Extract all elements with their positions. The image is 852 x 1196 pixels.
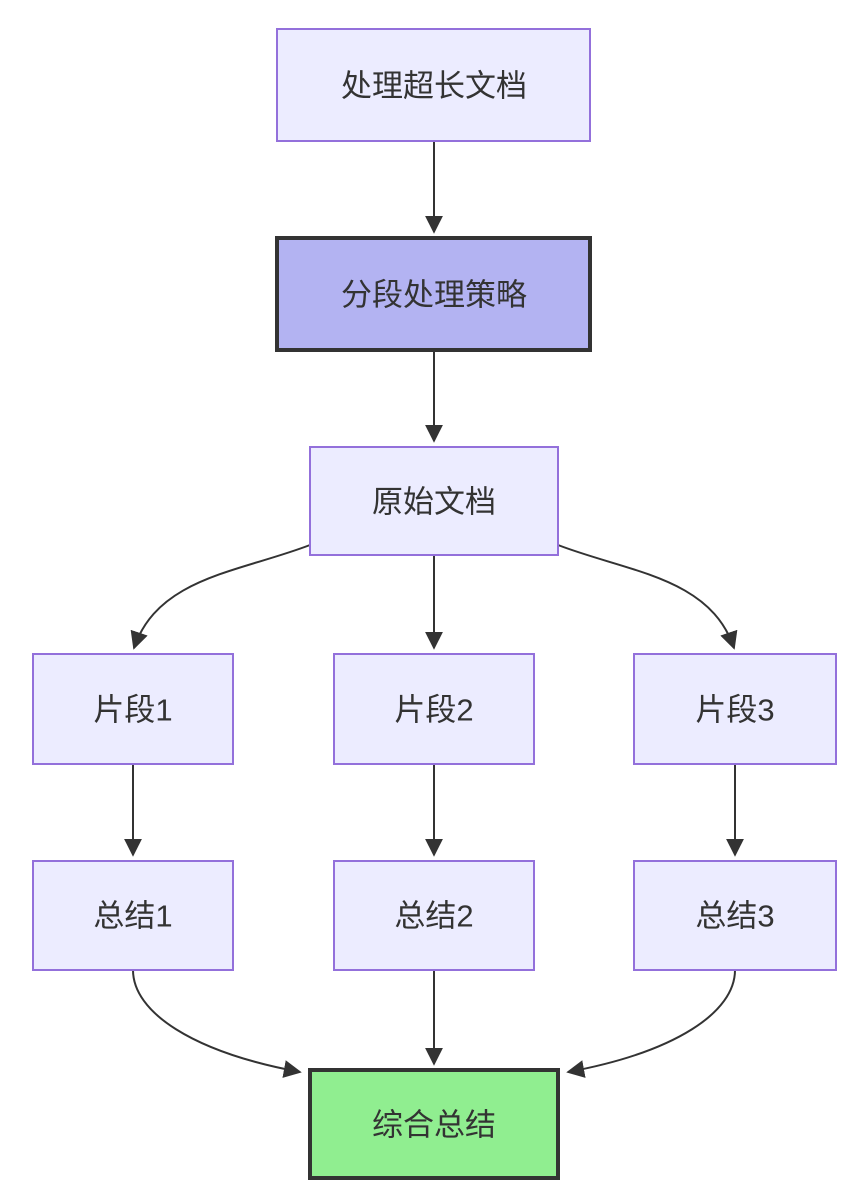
node-original-document: 原始文档 [309, 446, 559, 556]
node-summary-3-box [633, 860, 837, 971]
node-combined-summary-box [308, 1068, 560, 1180]
node-summary-3: 总结3 [633, 860, 837, 971]
node-fragment-3-box [633, 653, 837, 765]
node-segmentation-strategy-box [275, 236, 592, 352]
node-combined-summary-label: 综合总结 [372, 1108, 496, 1143]
edge-summary-1-to-combined [132, 969, 302, 1078]
edge-layer [124, 141, 744, 1078]
node-summary-1: 总结1 [32, 860, 234, 971]
node-layer: 处理超长文档 分段处理策略 原始文档 片段1 片段2 片段3 [32, 28, 837, 1180]
node-summary-2-box [333, 860, 535, 971]
node-summary-1-box [32, 860, 234, 971]
node-original-document-label: 原始文档 [372, 485, 496, 520]
edge-original-to-fragment-1 [130, 544, 311, 650]
node-summary-2: 总结2 [333, 860, 535, 971]
node-fragment-1-box [32, 653, 234, 765]
node-summary-3-label: 总结3 [695, 899, 774, 934]
node-fragment-2: 片段2 [333, 653, 535, 765]
node-fragment-3-label: 片段3 [695, 693, 774, 728]
node-process-long-document: 处理超长文档 [276, 28, 591, 142]
node-segmentation-strategy-label: 分段处理策略 [341, 278, 527, 313]
node-process-long-document-label: 处理超长文档 [341, 69, 527, 104]
node-combined-summary: 综合总结 [308, 1068, 560, 1180]
node-process-long-document-box [276, 28, 591, 142]
edge-original-to-fragment-3 [557, 544, 738, 650]
node-original-document-box [309, 446, 559, 556]
node-summary-2-label: 总结2 [394, 899, 473, 934]
edge-summary-3-to-combined [566, 969, 736, 1078]
node-fragment-3: 片段3 [633, 653, 837, 765]
node-fragment-1-label: 片段1 [93, 693, 172, 728]
node-fragment-2-box [333, 653, 535, 765]
node-fragment-1: 片段1 [32, 653, 234, 765]
node-summary-1-label: 总结1 [93, 899, 172, 934]
node-segmentation-strategy: 分段处理策略 [275, 236, 592, 352]
node-fragment-2-label: 片段2 [394, 693, 473, 728]
